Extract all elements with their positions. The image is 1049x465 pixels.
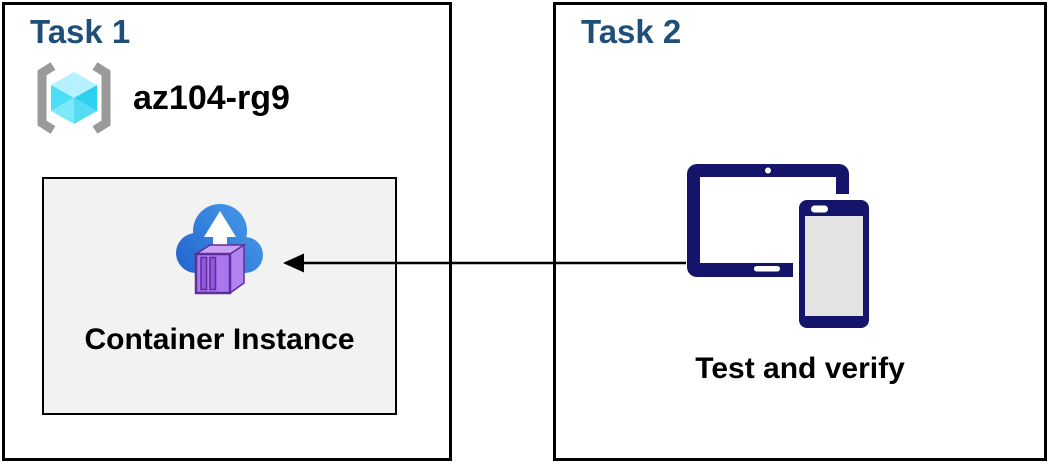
task1-box: Task 1 az104-rg9 [2, 2, 452, 461]
container-instance-label: Container Instance [84, 323, 355, 356]
rg-bracket-right [92, 62, 111, 134]
container-instances-icon [175, 204, 263, 295]
task1-title: Task 1 [30, 13, 131, 50]
task2-box: Task 2 Test and verify [553, 2, 1047, 461]
container-cube-shape [192, 243, 247, 295]
phone-screen [805, 216, 863, 316]
resource-group-name: az104-rg9 [133, 78, 290, 117]
devices-icon-wrap [683, 160, 883, 332]
upload-arrow-shape [203, 211, 236, 261]
task2-title: Task 2 [581, 13, 682, 50]
phone-shape [793, 194, 875, 332]
connector-arrowhead [283, 253, 304, 273]
tablet-camera-dot [765, 167, 771, 174]
connector-arrow [283, 253, 686, 273]
rg-cube [51, 72, 97, 124]
resource-group-icon [37, 62, 111, 134]
container-instance-box: Container Instance [42, 177, 397, 415]
rg-bracket-left [37, 62, 56, 134]
phone-speaker [811, 205, 828, 213]
resource-group-row: az104-rg9 [33, 60, 290, 136]
tablet-home-button [754, 266, 780, 272]
tablet-and-phone-icon [687, 164, 875, 332]
test-and-verify-label: Test and verify [695, 352, 905, 385]
